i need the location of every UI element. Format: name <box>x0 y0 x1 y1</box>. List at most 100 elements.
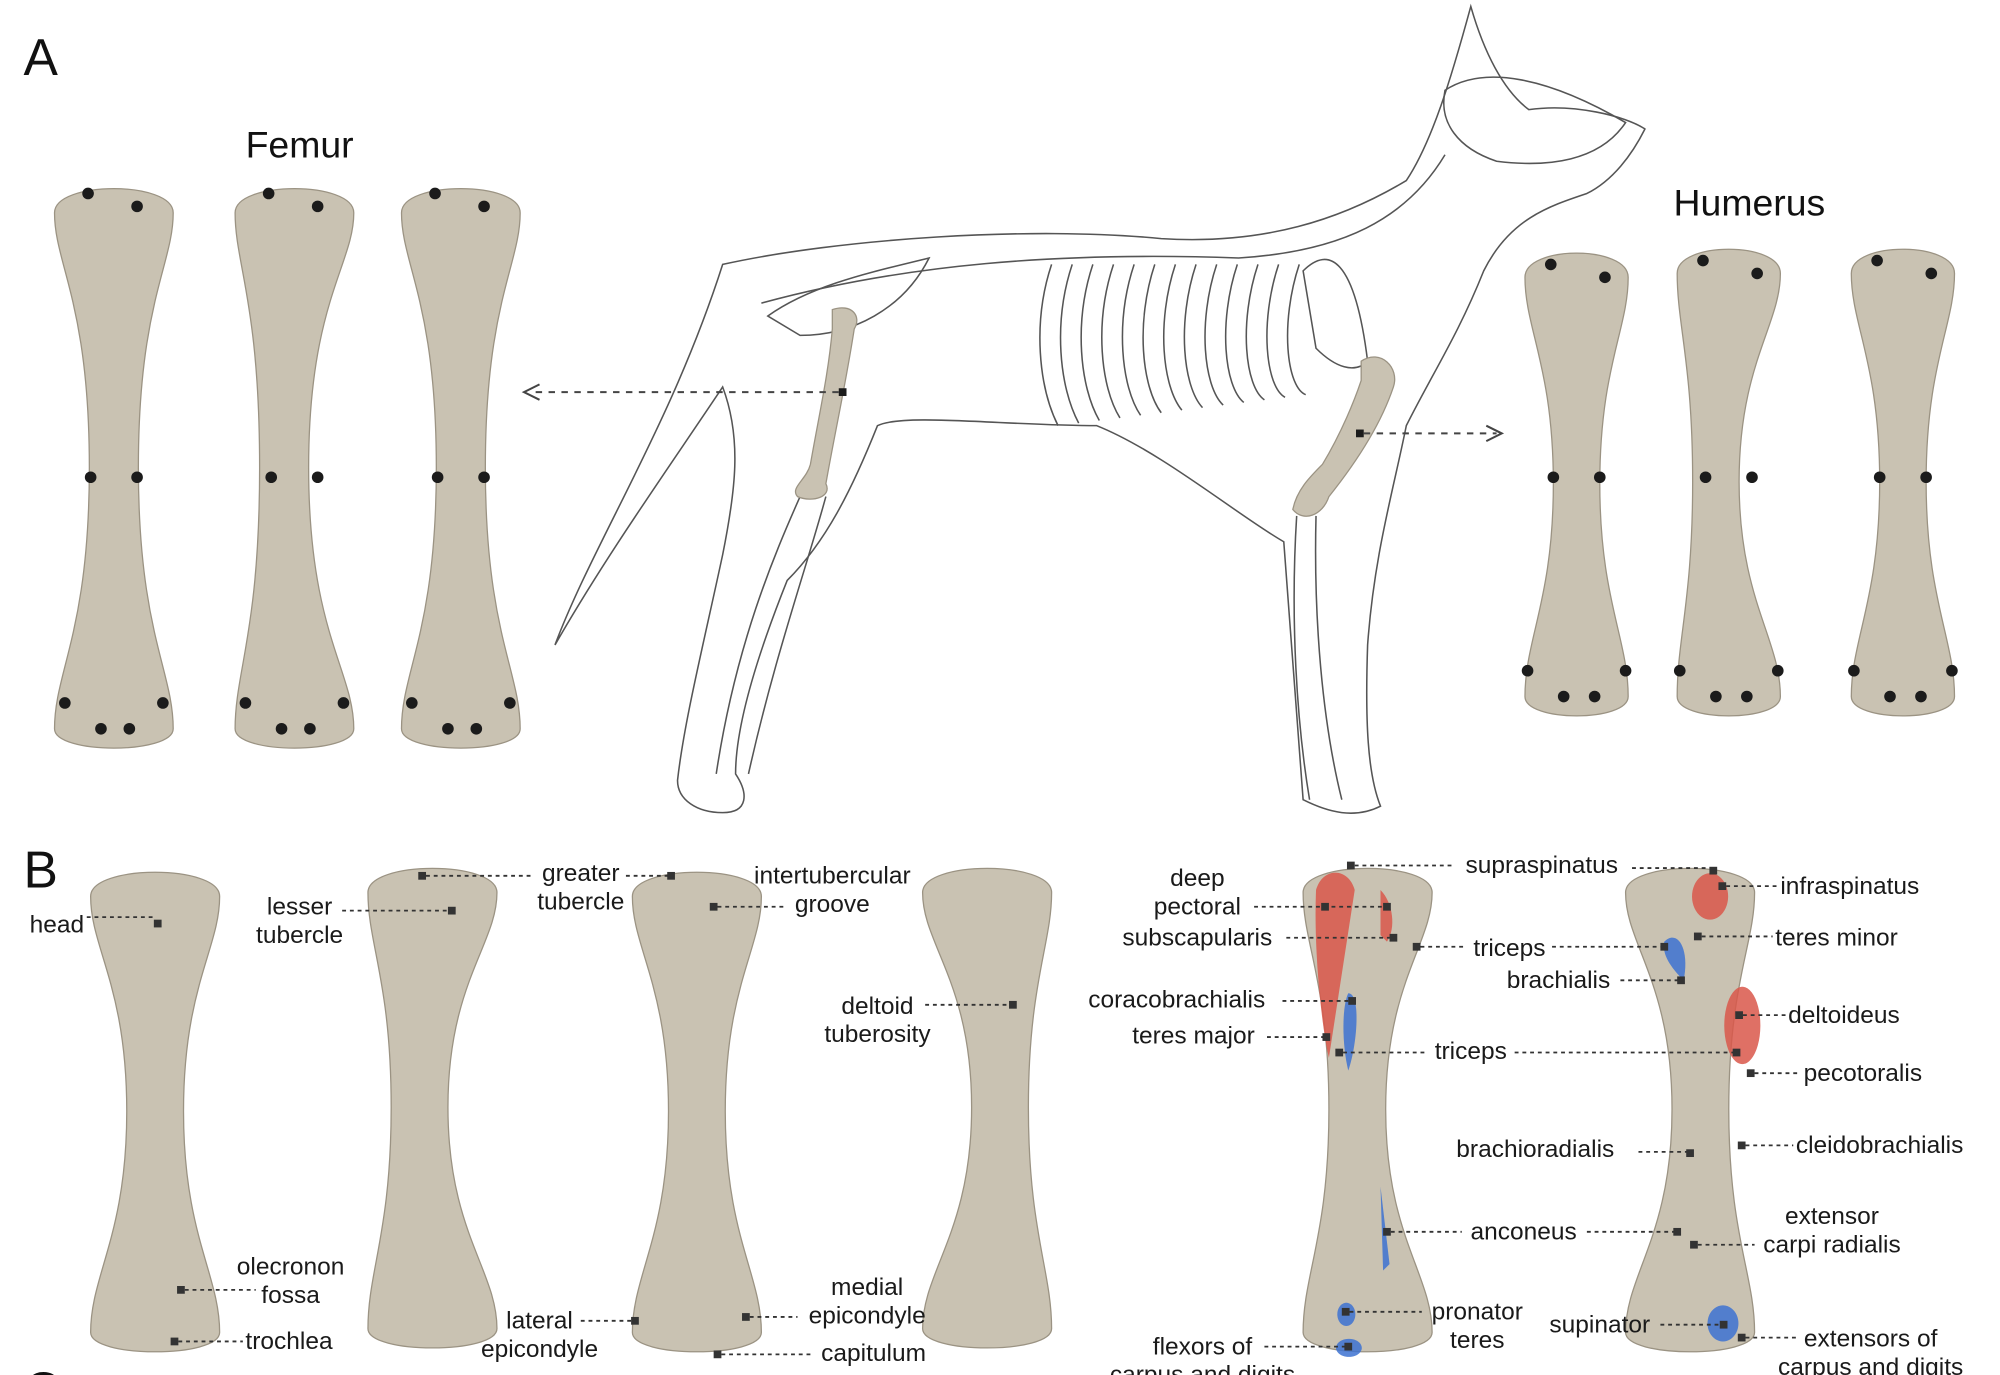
landmark-marker <box>1383 1227 1391 1236</box>
annotation-subscapularis: subscapularis <box>1122 924 1398 951</box>
label-text: tubercle <box>256 922 343 949</box>
femur-marker <box>838 388 847 396</box>
landmark-dot <box>1547 471 1560 484</box>
femur-title: Femur <box>246 123 354 165</box>
landmark-dot <box>1946 664 1958 677</box>
rib <box>1142 264 1162 414</box>
landmark-dot <box>1544 258 1557 271</box>
landmark-marker <box>1690 1240 1698 1249</box>
label-text: lateral <box>506 1308 573 1335</box>
landmark-marker <box>1322 1033 1331 1041</box>
muscle-attachment-area <box>1315 872 1355 1058</box>
landmark-marker <box>1693 932 1702 941</box>
annotation-trochlea: trochlea <box>170 1328 333 1355</box>
label-text: tubercle <box>537 888 624 915</box>
label-text: carpus and digits <box>1110 1362 1295 1375</box>
landmark-marker <box>1709 866 1718 875</box>
landmark-dot <box>1920 471 1932 484</box>
rib <box>1183 264 1204 409</box>
landmark-marker <box>170 1337 179 1346</box>
panel-b-labels: headlessertuberclegreatertubercleintertu… <box>30 852 1964 1375</box>
landmark-dot <box>275 722 288 735</box>
annotation-capitulum: capitulum <box>713 1340 926 1367</box>
landmark-marker <box>1344 1342 1353 1351</box>
label-text: brachioradialis <box>1456 1136 1614 1163</box>
skull <box>1443 76 1627 165</box>
label-text: head <box>30 912 85 939</box>
label-text: supinator <box>1549 1311 1650 1338</box>
landmark-dot <box>470 722 483 735</box>
landmark-dot <box>1521 664 1534 677</box>
landmark-marker <box>1341 1307 1350 1316</box>
rib <box>1080 264 1100 421</box>
landmark-marker <box>713 1350 722 1359</box>
muscle-attachment-area <box>1724 986 1761 1065</box>
rib <box>1059 264 1080 424</box>
landmark-marker <box>742 1313 750 1321</box>
rib <box>1204 264 1224 406</box>
annotation-teres-major: teres major <box>1132 1023 1331 1050</box>
panel-a-bones <box>53 187 1958 749</box>
landmark-dot <box>478 471 490 484</box>
label-text: deltoid <box>841 993 913 1020</box>
humerus-view-detail <box>1624 867 1756 1353</box>
muscle-attachment-area <box>1343 993 1357 1071</box>
landmark-dot <box>262 187 275 200</box>
landmark-dot <box>265 471 278 484</box>
landmark-marker <box>709 902 718 911</box>
rib <box>1163 264 1183 411</box>
annotation-infraspinatus: infraspinatus <box>1718 873 1919 900</box>
landmark-dot <box>1710 690 1722 703</box>
label-text: medial <box>831 1274 903 1301</box>
landmark-marker <box>1335 1048 1344 1057</box>
label-text: teres <box>1450 1327 1504 1354</box>
landmark-marker <box>1673 1227 1682 1236</box>
landmark-dot <box>239 697 252 709</box>
landmark-marker <box>631 1316 639 1325</box>
femur-arrowhead-icon <box>521 383 540 401</box>
label-text: trochlea <box>245 1328 333 1355</box>
label-text: cleidobrachialis <box>1796 1132 1964 1159</box>
landmark-dot <box>1697 254 1709 267</box>
label-text: deltoideus <box>1788 1002 1900 1029</box>
landmark-dot <box>1599 271 1611 284</box>
landmark-dot <box>504 697 516 709</box>
label-text: teres major <box>1132 1023 1255 1050</box>
landmark-dot <box>337 697 350 709</box>
landmark-dot <box>1848 664 1860 677</box>
landmark-marker <box>1321 902 1329 911</box>
landmark-dot <box>1884 690 1896 703</box>
landmark-marker <box>1346 861 1355 870</box>
landmark-dot <box>311 471 324 484</box>
landmark-dot <box>131 200 143 213</box>
annotation-cleidobrachialis: cleidobrachialis <box>1737 1132 1964 1159</box>
label-text: carpus and digits <box>1778 1354 1963 1375</box>
annotation-anconeus: anconeus <box>1383 1219 1682 1246</box>
landmark-marker <box>1660 942 1669 951</box>
highlighted-femur <box>795 307 858 500</box>
annotation-teres-minor: teres minor <box>1693 924 1898 951</box>
front-lower-leg <box>1293 515 1343 800</box>
label-text: lesser <box>267 894 332 921</box>
landmark-marker <box>1009 1000 1017 1009</box>
landmark-dot <box>1751 267 1763 280</box>
landmark-dot <box>1619 664 1632 677</box>
humerus-view <box>1676 248 1782 717</box>
landmark-dot <box>82 187 94 200</box>
label-text: deep <box>1170 865 1225 892</box>
humerus-title: Humerus <box>1674 181 1826 223</box>
rib <box>1039 264 1059 427</box>
label-text: flexors of <box>1153 1333 1253 1360</box>
landmark-dot <box>1771 664 1784 677</box>
annotation-triceps-lower: triceps <box>1335 1038 1741 1065</box>
label-text: triceps <box>1473 935 1545 962</box>
landmark-dot <box>1741 690 1753 703</box>
femur-view <box>234 187 355 749</box>
label-text: groove <box>795 891 870 918</box>
